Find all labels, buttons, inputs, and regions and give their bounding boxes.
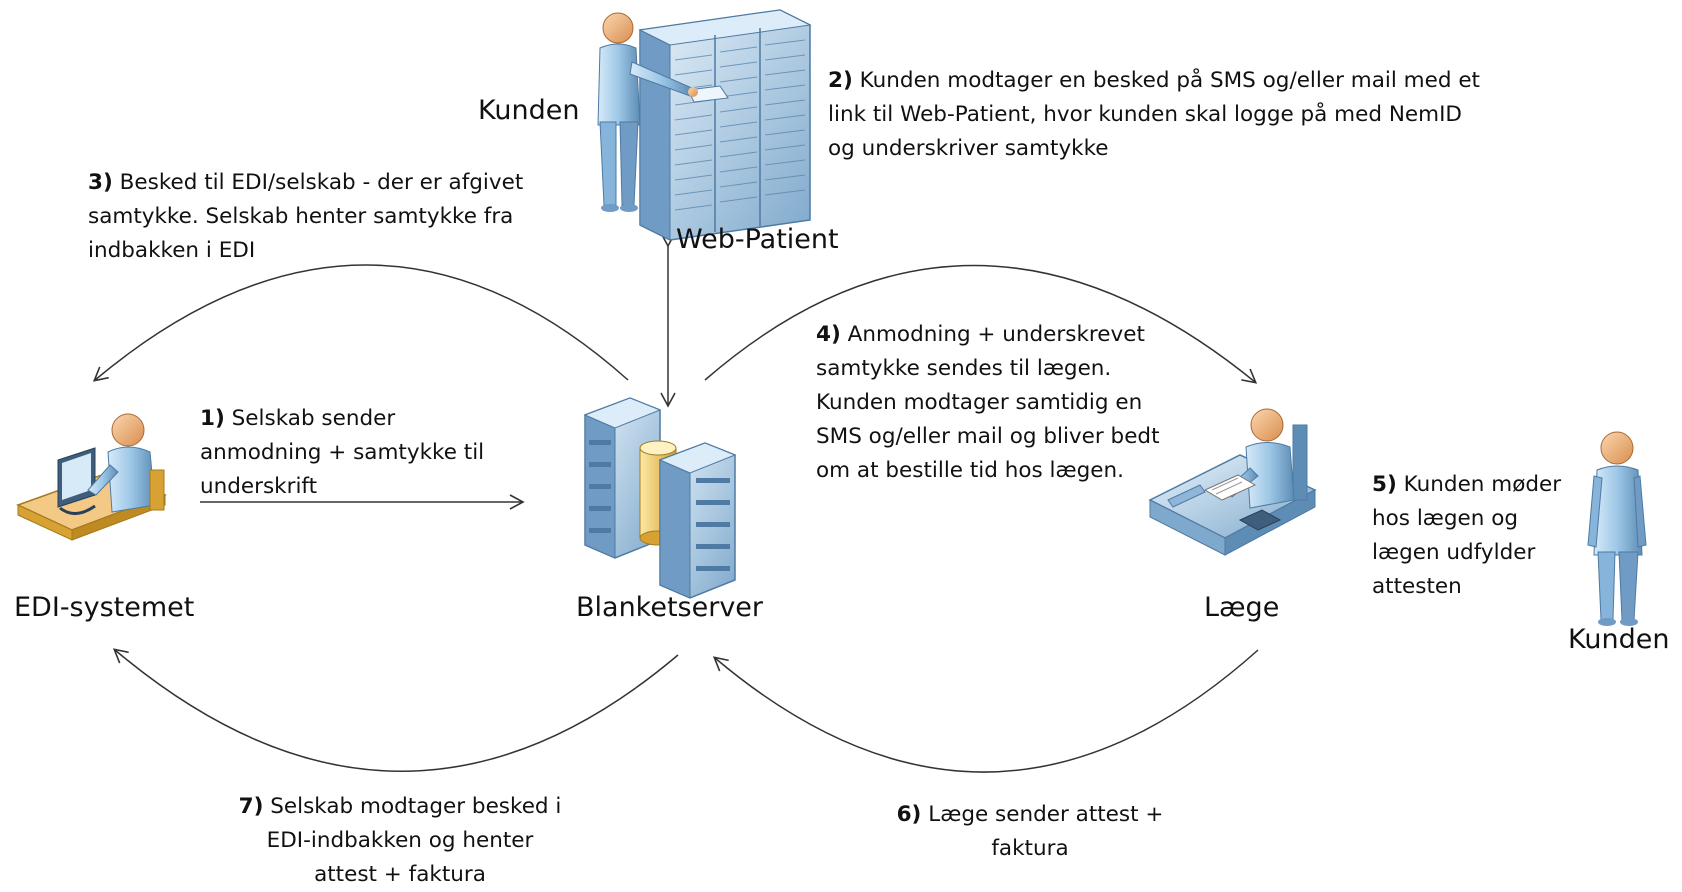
label-edi-systemet: EDI-systemet [14,592,195,623]
edi-workstation-icon [16,413,168,541]
laege-desk-icon [1148,408,1317,556]
arrow-step7 [112,648,679,772]
person-icon-web-patient [597,12,698,212]
blanketserver-icon [583,397,737,599]
step-4-text: 4) Anmodning + underskrevet samtykke sen… [816,322,1160,483]
step-7-text: 7) Selskab modtager besked i EDI-indbakk… [238,794,562,887]
arrow-step6 [712,649,1259,773]
step-3-text: 3) Besked til EDI/selskab - der er afgiv… [88,170,524,263]
label-blanketserver: Blanketserver [576,592,764,623]
person-icon-kunden-right [1587,431,1647,626]
step-6-text: 6) Læge sender attest + faktura [896,802,1164,861]
step-1-text: 1) Selskab sender anmodning + samtykke t… [200,406,485,499]
label-kunden-right: Kunden [1568,624,1670,655]
label-kunden-top: Kunden [478,95,580,126]
arrow-step3 [92,264,629,382]
label-web-patient: Web-Patient [676,224,839,255]
web-patient-server-icon [638,9,812,241]
step-2-text: 2) Kunden modtager en besked på SMS og/e… [828,68,1480,161]
arrow-step4 [704,264,1258,384]
step-5-text: 5) Kunden møder hos lægen og lægen udfyl… [1372,472,1562,599]
label-laege: Læge [1204,592,1280,623]
